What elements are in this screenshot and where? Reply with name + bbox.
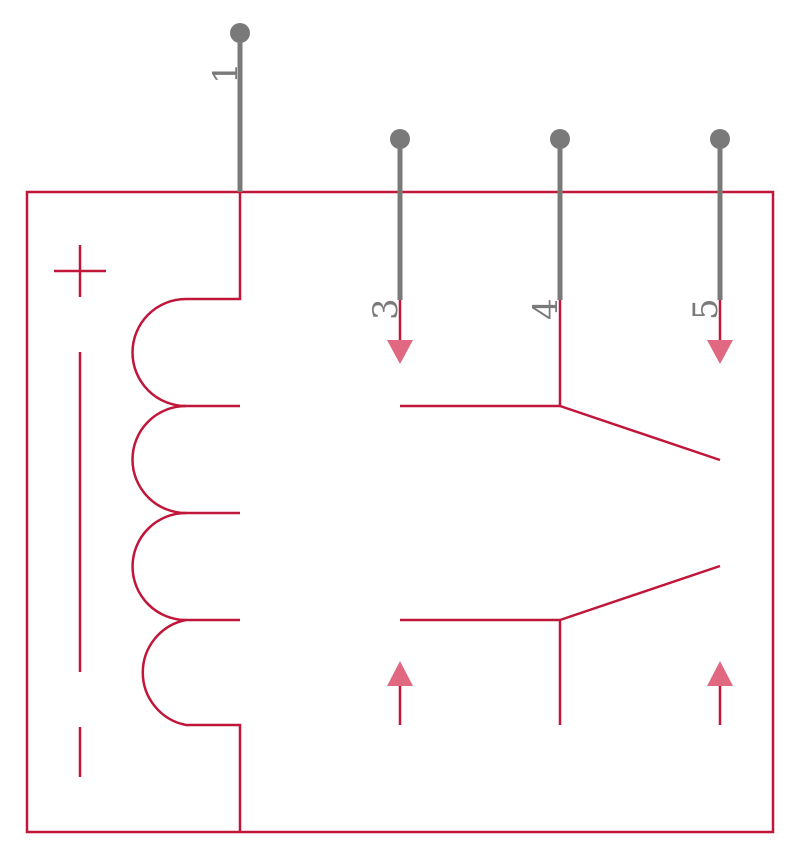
plus-symbol: [54, 245, 106, 297]
arrow-up-left: [387, 661, 413, 725]
arrow-down-5: [707, 340, 733, 364]
arrow-up-right: [707, 661, 733, 725]
pin-5[interactable]: [710, 129, 730, 300]
pin-3[interactable]: [390, 129, 410, 300]
pin-1[interactable]: [230, 23, 250, 192]
arrow-down-3: [387, 340, 413, 364]
pin-1-label: 1: [206, 62, 246, 84]
pin-3-label: 3: [366, 298, 406, 320]
contact-3: [398, 300, 560, 408]
pin-5-label: 5: [686, 298, 726, 320]
pin-4[interactable]: [550, 129, 570, 300]
coil: [131, 192, 242, 832]
contact-4-common: [400, 300, 721, 725]
pin-4-label: 4: [526, 298, 566, 320]
